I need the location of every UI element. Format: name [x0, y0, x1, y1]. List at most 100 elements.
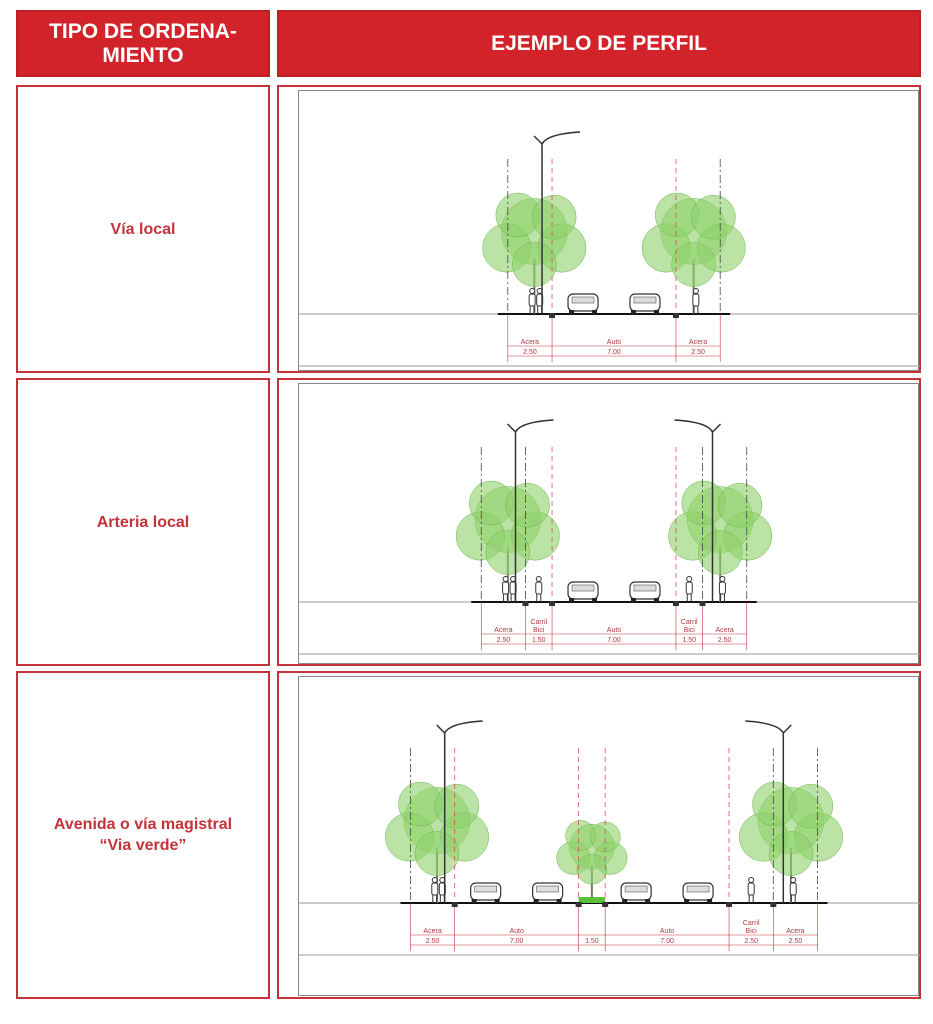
- car-icon: [470, 882, 502, 903]
- curb-marker: [726, 902, 733, 907]
- person-body: [789, 882, 797, 896]
- segment-value: 7.00: [607, 349, 621, 356]
- car-window: [571, 584, 595, 592]
- person-legs: [537, 306, 543, 314]
- person-icon: [509, 576, 517, 602]
- header-profile-column: EJEMPLO DE PERFIL: [277, 10, 921, 77]
- segment-value: 2.50: [523, 349, 537, 356]
- segment-value: 2.50: [426, 938, 440, 945]
- tree-icon: [482, 192, 587, 314]
- person-legs: [748, 895, 754, 903]
- person-head: [686, 576, 693, 582]
- row-type-cell: Arteria local: [16, 378, 270, 666]
- curb-marker: [549, 601, 556, 606]
- segment-value: 2.50: [718, 637, 732, 644]
- person-body: [431, 882, 439, 896]
- person-head: [719, 576, 726, 582]
- car-wheel: [684, 899, 690, 903]
- car-wheel: [556, 899, 562, 903]
- segment-value: 2.50: [744, 938, 758, 945]
- person-legs: [719, 594, 725, 602]
- person-head: [535, 576, 542, 582]
- tree-crown: [671, 242, 716, 287]
- segment-label: Auto: [607, 627, 622, 634]
- segment-value: 7.00: [510, 938, 524, 945]
- curb-marker: [575, 902, 582, 907]
- curb-marker: [699, 601, 706, 606]
- car-wheel: [653, 310, 659, 314]
- row-profile-cell: [277, 671, 921, 999]
- segment-label: Bici: [684, 627, 696, 634]
- streetlight-icon: [533, 131, 581, 314]
- lamp-arm: [674, 419, 722, 433]
- person-body: [502, 581, 510, 595]
- dimension-acera: Acera 2.50: [507, 339, 553, 357]
- person-icon: [685, 576, 693, 602]
- tree-crown: [531, 194, 577, 240]
- car-window: [624, 885, 648, 893]
- tree-crown: [505, 482, 550, 528]
- car-window: [571, 296, 595, 304]
- segment-value: 1.50: [585, 938, 599, 945]
- curb-marker: [672, 313, 679, 318]
- curb-marker: [522, 601, 529, 606]
- person-body: [535, 581, 543, 595]
- lamp-arm: [436, 720, 483, 734]
- segment-label: Acera: [423, 928, 441, 935]
- person-icon: [535, 576, 543, 602]
- tree-crown: [691, 194, 736, 240]
- curb-marker: [451, 902, 458, 907]
- segment-value: 1.50: [682, 637, 696, 644]
- tree-crown: [717, 482, 763, 528]
- row-type-cell: Vía local: [16, 85, 270, 373]
- curb-marker: [672, 601, 679, 606]
- person-body: [718, 581, 726, 595]
- person-legs: [503, 594, 509, 602]
- person-icon: [789, 877, 797, 903]
- car-icon: [620, 882, 652, 903]
- car-wheel: [569, 598, 575, 602]
- person-body: [528, 293, 536, 307]
- dimension-auto: Auto 7.00: [454, 928, 579, 946]
- car-icon: [567, 293, 599, 314]
- tree-icon: [668, 480, 773, 602]
- person-body: [747, 882, 755, 896]
- car-icon: [532, 882, 564, 903]
- car-window: [686, 885, 710, 893]
- person-legs: [432, 895, 438, 903]
- segment-label: Auto: [607, 339, 622, 346]
- car-wheel: [494, 899, 500, 903]
- streetlight-icon: [436, 720, 483, 903]
- car-wheel: [653, 598, 659, 602]
- segment-label: Acera: [521, 339, 539, 346]
- segment-label: Bici: [533, 627, 545, 634]
- car-icon: [567, 581, 599, 602]
- segment-label: Acera: [494, 627, 512, 634]
- streetlight-icon: [745, 720, 792, 903]
- person-legs: [510, 594, 516, 602]
- car-window: [633, 584, 657, 592]
- person-legs: [536, 594, 542, 602]
- car-icon: [629, 293, 661, 314]
- person-head: [431, 877, 438, 883]
- segment-label: Auto: [509, 928, 524, 935]
- person-body: [692, 293, 700, 307]
- tree-icon: [739, 781, 843, 903]
- person-icon: [718, 576, 726, 602]
- person-icon: [692, 288, 700, 314]
- dimension-auto: Auto 7.00: [552, 339, 676, 357]
- person-legs: [790, 895, 796, 903]
- tree-crown: [697, 530, 743, 575]
- dimension-median: 1.50: [578, 934, 606, 946]
- person-body: [685, 581, 693, 595]
- person-legs: [529, 306, 535, 314]
- tree-icon: [641, 192, 746, 314]
- car-wheel: [471, 899, 477, 903]
